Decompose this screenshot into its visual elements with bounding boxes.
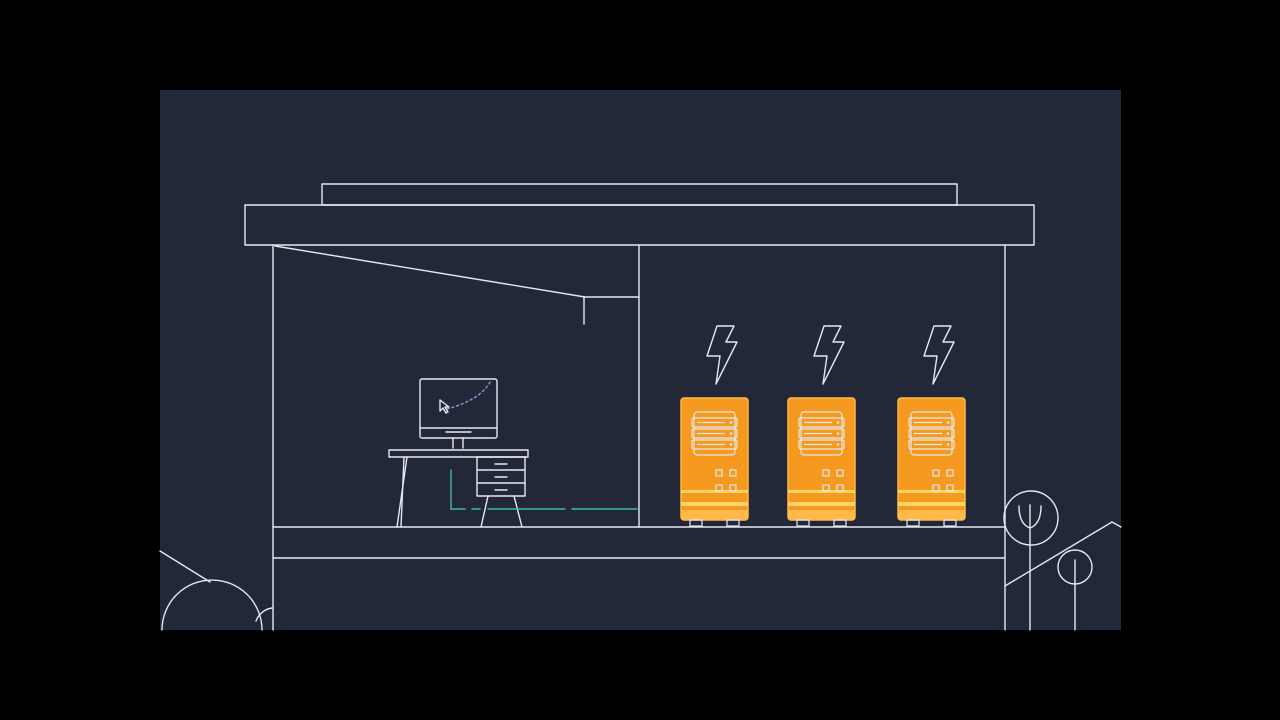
- tree-icon: [1057, 549, 1093, 631]
- server-tower-icon: [680, 397, 749, 527]
- lightning-icon: [923, 325, 955, 385]
- building: [244, 183, 1035, 631]
- lightning-icon: [706, 325, 738, 385]
- desk: [388, 449, 529, 528]
- cursor-trail: [446, 381, 491, 410]
- mouse-cursor-icon: [439, 399, 450, 414]
- tree-icon: [161, 579, 263, 631]
- monitor-icon: [419, 378, 498, 449]
- server-tower-icon: [897, 397, 966, 527]
- ceiling-beam: [274, 245, 586, 298]
- power-indicators: [706, 325, 955, 385]
- exterior-left: [159, 550, 273, 631]
- server-tower-icon: [787, 397, 856, 527]
- exterior-right: [1003, 490, 1122, 631]
- tree-icon: [1003, 490, 1059, 631]
- server-rack-group: [680, 397, 966, 527]
- scene-background: [160, 90, 1121, 630]
- lightning-icon: [813, 325, 845, 385]
- office-workstation: [388, 378, 638, 528]
- network-cable: [450, 469, 638, 510]
